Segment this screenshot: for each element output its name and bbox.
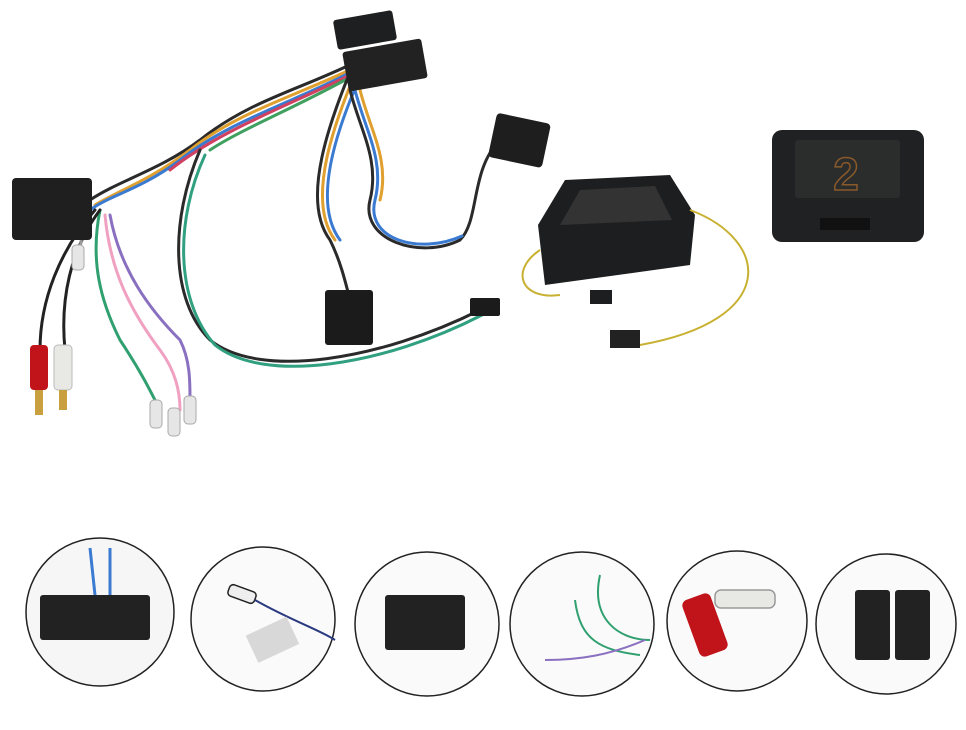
detail-harness-plug [25, 537, 175, 687]
wiring-harness [38, 58, 502, 412]
harness-plug-center [325, 290, 373, 345]
interface-box-logo: 2 [833, 148, 859, 200]
detail-circles [25, 537, 957, 697]
plug-small [470, 298, 500, 316]
rca-plugs [30, 344, 73, 415]
detail-labelled-terminal [190, 546, 336, 692]
detail-spade-terminals [509, 551, 655, 697]
interface-box: 2 [772, 130, 924, 242]
detail-plug [354, 551, 500, 697]
top-iso-connector [333, 10, 428, 92]
detail-rca [666, 550, 808, 692]
spade-terminals [71, 244, 197, 437]
control-module [521, 175, 750, 348]
steering-connector [488, 113, 551, 168]
detail-iso-connector [815, 553, 957, 695]
iso-connector-left [12, 178, 92, 240]
